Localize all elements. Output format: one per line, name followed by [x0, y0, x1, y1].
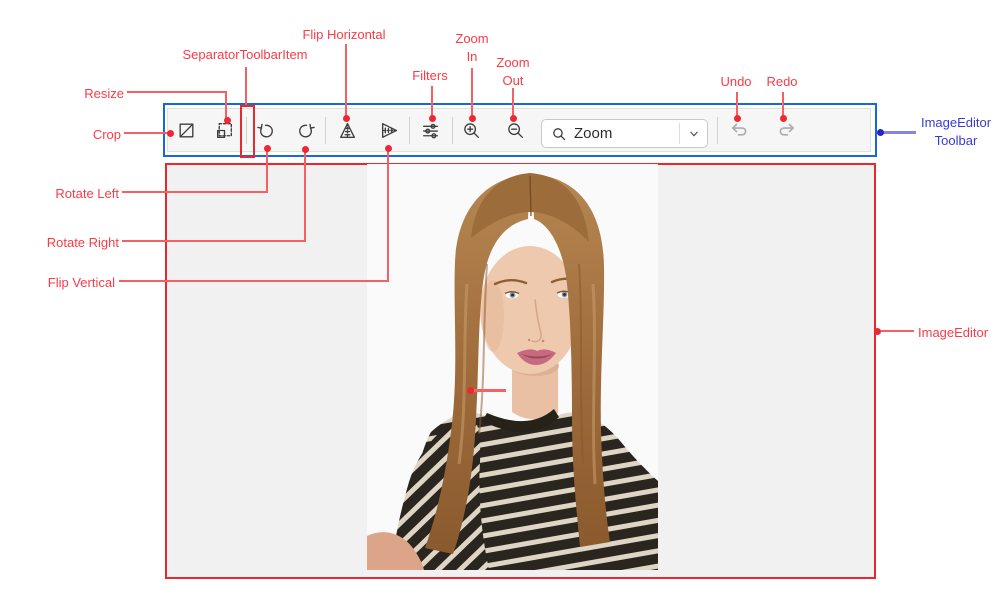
- leader-line-undo: [736, 92, 738, 117]
- label-zoom-out: Zoom Out: [496, 55, 530, 89]
- label-redo: Redo: [766, 74, 798, 89]
- dot-redo: [779, 114, 787, 122]
- crop-icon: [179, 123, 193, 137]
- dot-imageeditor-toolbar: [876, 128, 884, 136]
- leader-line-filters: [431, 86, 433, 117]
- leader-line-crop: [124, 132, 168, 134]
- zoom-combobox[interactable]: Zoom: [541, 119, 708, 148]
- leader-line-zoom-out: [512, 88, 514, 117]
- dot-rotate-right: [301, 145, 309, 153]
- hair: [425, 174, 530, 554]
- search-icon: [551, 126, 567, 142]
- flip-vertical-icon: [381, 122, 397, 138]
- leader-line-imageeditor-toolbar: [882, 131, 916, 134]
- combobox-dropdown-button[interactable]: [680, 120, 707, 147]
- dot-zoom-out: [509, 114, 517, 122]
- label-zoom-in: Zoom In: [455, 31, 489, 65]
- leader-line-rotate-right: [122, 240, 306, 242]
- label-resize: Resize: [84, 86, 124, 101]
- dot-resize: [223, 116, 231, 124]
- toolbar-separator: [452, 117, 453, 144]
- redo-icon: [779, 123, 794, 136]
- rotate-right-icon: [298, 123, 315, 137]
- label-crop: Crop: [92, 127, 121, 142]
- dot-flip-vertical: [384, 144, 392, 152]
- filters-button[interactable]: [414, 114, 446, 146]
- toolbar-separator: [246, 117, 247, 144]
- leader-line-flip-vertical: [119, 280, 389, 282]
- forearm: [367, 532, 424, 570]
- label-imageeditor-toolbar: ImageEditor Toolbar: [920, 115, 992, 149]
- undo-button[interactable]: [723, 114, 755, 146]
- leader-line-flip-horizontal: [345, 44, 347, 117]
- dot-flip-horizontal: [342, 114, 350, 122]
- edited-photo: [367, 164, 658, 570]
- label-flip-horizontal: Flip Horizontal: [302, 27, 386, 42]
- imageeditor-toolbar-highlight-box: [163, 103, 877, 157]
- dot-undo: [733, 114, 741, 122]
- leader-line-separator: [245, 67, 247, 105]
- crop-button[interactable]: [170, 114, 202, 146]
- zoom-in-button[interactable]: [455, 114, 487, 146]
- rotate-left-icon: [256, 123, 273, 137]
- label-imageeditor: ImageEditor: [918, 325, 989, 340]
- leader-line-resize-v: [225, 91, 227, 119]
- stray-annotation-dot: [467, 386, 474, 394]
- label-rotate-left: Rotate Left: [55, 186, 119, 201]
- leader-line-redo: [782, 92, 784, 117]
- rotate-right-button[interactable]: [289, 114, 321, 146]
- leader-line-zoom-in: [471, 68, 473, 117]
- flip-horizontal-icon: [339, 122, 355, 138]
- leader-line-rotate-left: [122, 191, 268, 193]
- label-flip-vertical: Flip Vertical: [47, 275, 115, 290]
- leader-line-resize: [127, 91, 227, 93]
- zoom-out-icon: [507, 122, 523, 138]
- dot-filters: [428, 114, 436, 122]
- leader-line-rotate-left-v: [266, 150, 268, 193]
- redo-button[interactable]: [771, 114, 803, 146]
- toolbar-separator: [409, 117, 410, 144]
- chevron-down-icon: [689, 131, 698, 136]
- label-undo: Undo: [720, 74, 752, 89]
- leader-line-flip-vertical-v: [387, 150, 389, 282]
- flip-vertical-button[interactable]: [373, 114, 405, 146]
- zoom-combobox-value: Zoom: [574, 125, 613, 142]
- dot-imageeditor: [873, 327, 881, 335]
- combobox-divider: [679, 123, 680, 144]
- label-rotate-right: Rotate Right: [46, 235, 119, 250]
- dot-zoom-in: [468, 114, 476, 122]
- stray-annotation-line: [470, 389, 506, 392]
- leader-line-rotate-right-v: [304, 151, 306, 242]
- toolbar-separator: [717, 117, 718, 144]
- zoom-in-icon: [463, 122, 479, 138]
- zoom-out-button[interactable]: [499, 114, 531, 146]
- label-filters: Filters: [412, 68, 448, 83]
- dot-crop: [166, 129, 174, 137]
- leader-line-imageeditor: [881, 330, 914, 332]
- undo-icon: [732, 123, 747, 136]
- flip-horizontal-button[interactable]: [331, 114, 363, 146]
- dot-rotate-left: [263, 144, 271, 152]
- label-separator-toolbar-item: SeparatorToolbarItem: [182, 47, 308, 62]
- toolbar-separator: [325, 117, 326, 144]
- imageeditor-toolbar: [167, 108, 871, 152]
- rotate-left-button[interactable]: [250, 114, 282, 146]
- filters-icon: [422, 123, 438, 138]
- face: [480, 246, 580, 374]
- separator-highlight-rect: [240, 105, 255, 158]
